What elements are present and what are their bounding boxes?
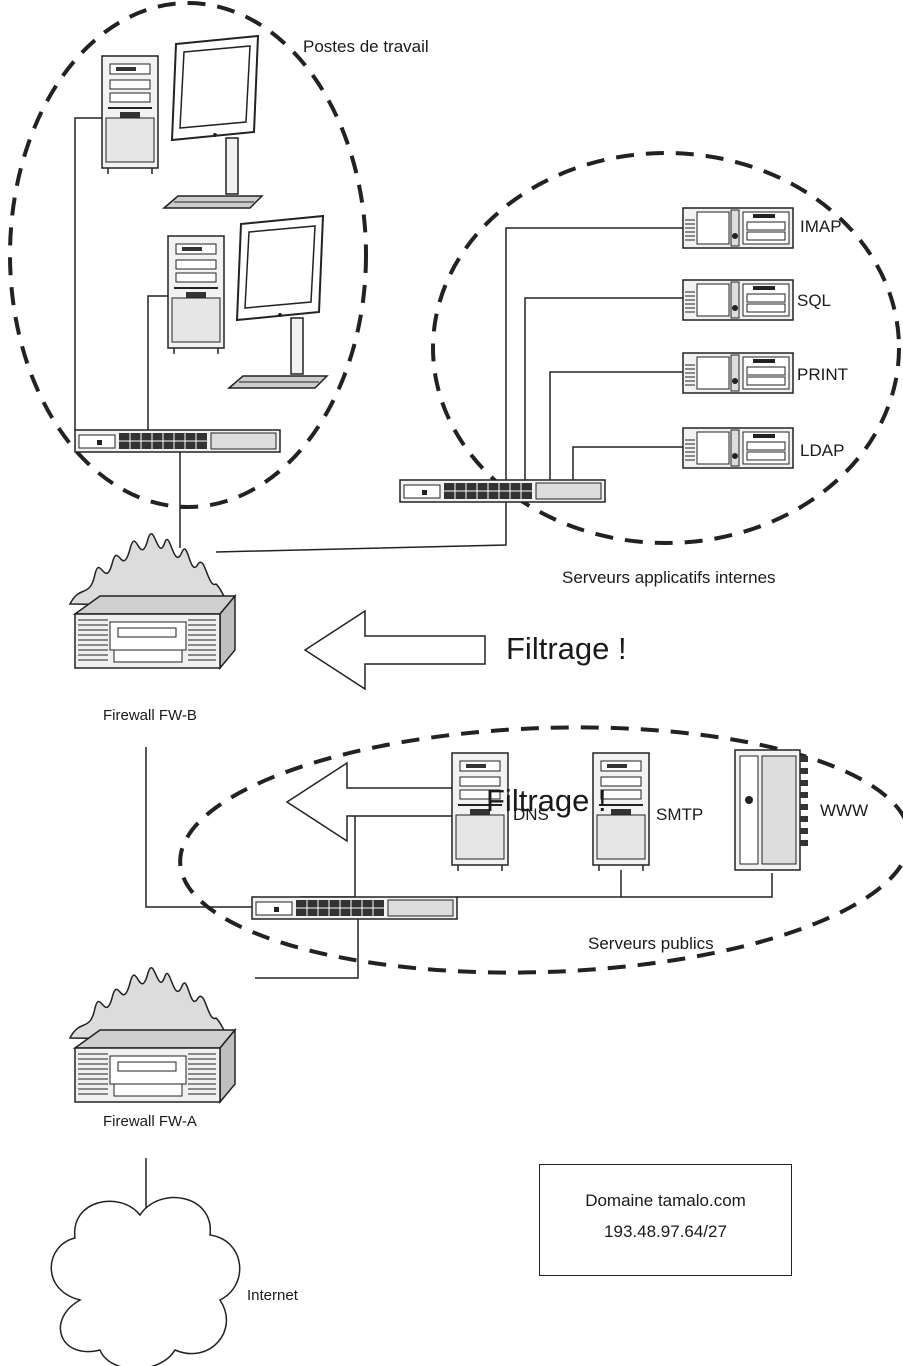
www-server	[734, 749, 808, 871]
domain-info-box: Domaine tamalo.com 193.48.97.64/27	[539, 1164, 792, 1276]
ldap-server-label: LDAP	[800, 441, 845, 460]
internal-switch	[399, 479, 606, 503]
internet-label: Internet	[247, 1287, 298, 1304]
internal-servers-zone	[431, 151, 901, 545]
internet-cloud	[50, 1196, 241, 1366]
sql-server	[682, 279, 794, 321]
filter-label-outer: Filtrage !	[486, 783, 607, 818]
workstation-2-monitor	[228, 215, 328, 389]
internal-servers-zone-label: Serveurs applicatifs internes	[562, 568, 776, 587]
firewall-fw-b	[69, 532, 236, 669]
public-servers-zone	[178, 725, 903, 975]
firewall-fw-a	[69, 966, 236, 1103]
workstation-2-tower	[167, 235, 225, 355]
workstation-1-monitor	[163, 35, 263, 209]
firewall-fw-b-label: Firewall FW-B	[103, 707, 197, 724]
print-server	[682, 352, 794, 394]
workstation-1-tower	[101, 55, 159, 175]
filter-arrow-inner	[303, 609, 486, 691]
domain-name: Domaine tamalo.com	[585, 1191, 746, 1210]
workstations-switch	[74, 429, 281, 453]
print-server-label: PRINT	[797, 365, 848, 384]
domain-network: 193.48.97.64/27	[604, 1222, 727, 1241]
firewall-fw-a-label: Firewall FW-A	[103, 1113, 197, 1130]
public-servers-zone-label: Serveurs publics	[588, 934, 714, 953]
public-switch	[251, 896, 458, 920]
dns-server-label: DNS	[513, 805, 549, 824]
ldap-server	[682, 427, 794, 469]
sql-server-label: SQL	[797, 291, 832, 310]
filter-arrow-outer	[285, 761, 468, 843]
imap-server-label: IMAP	[800, 217, 842, 236]
smtp-server-label: SMTP	[656, 805, 704, 824]
filter-label-inner: Filtrage !	[506, 631, 627, 666]
www-server-label: WWW	[820, 801, 869, 820]
imap-server	[682, 207, 794, 249]
workstations-zone	[8, 1, 368, 509]
workstations-zone-label: Postes de travail	[303, 37, 429, 56]
